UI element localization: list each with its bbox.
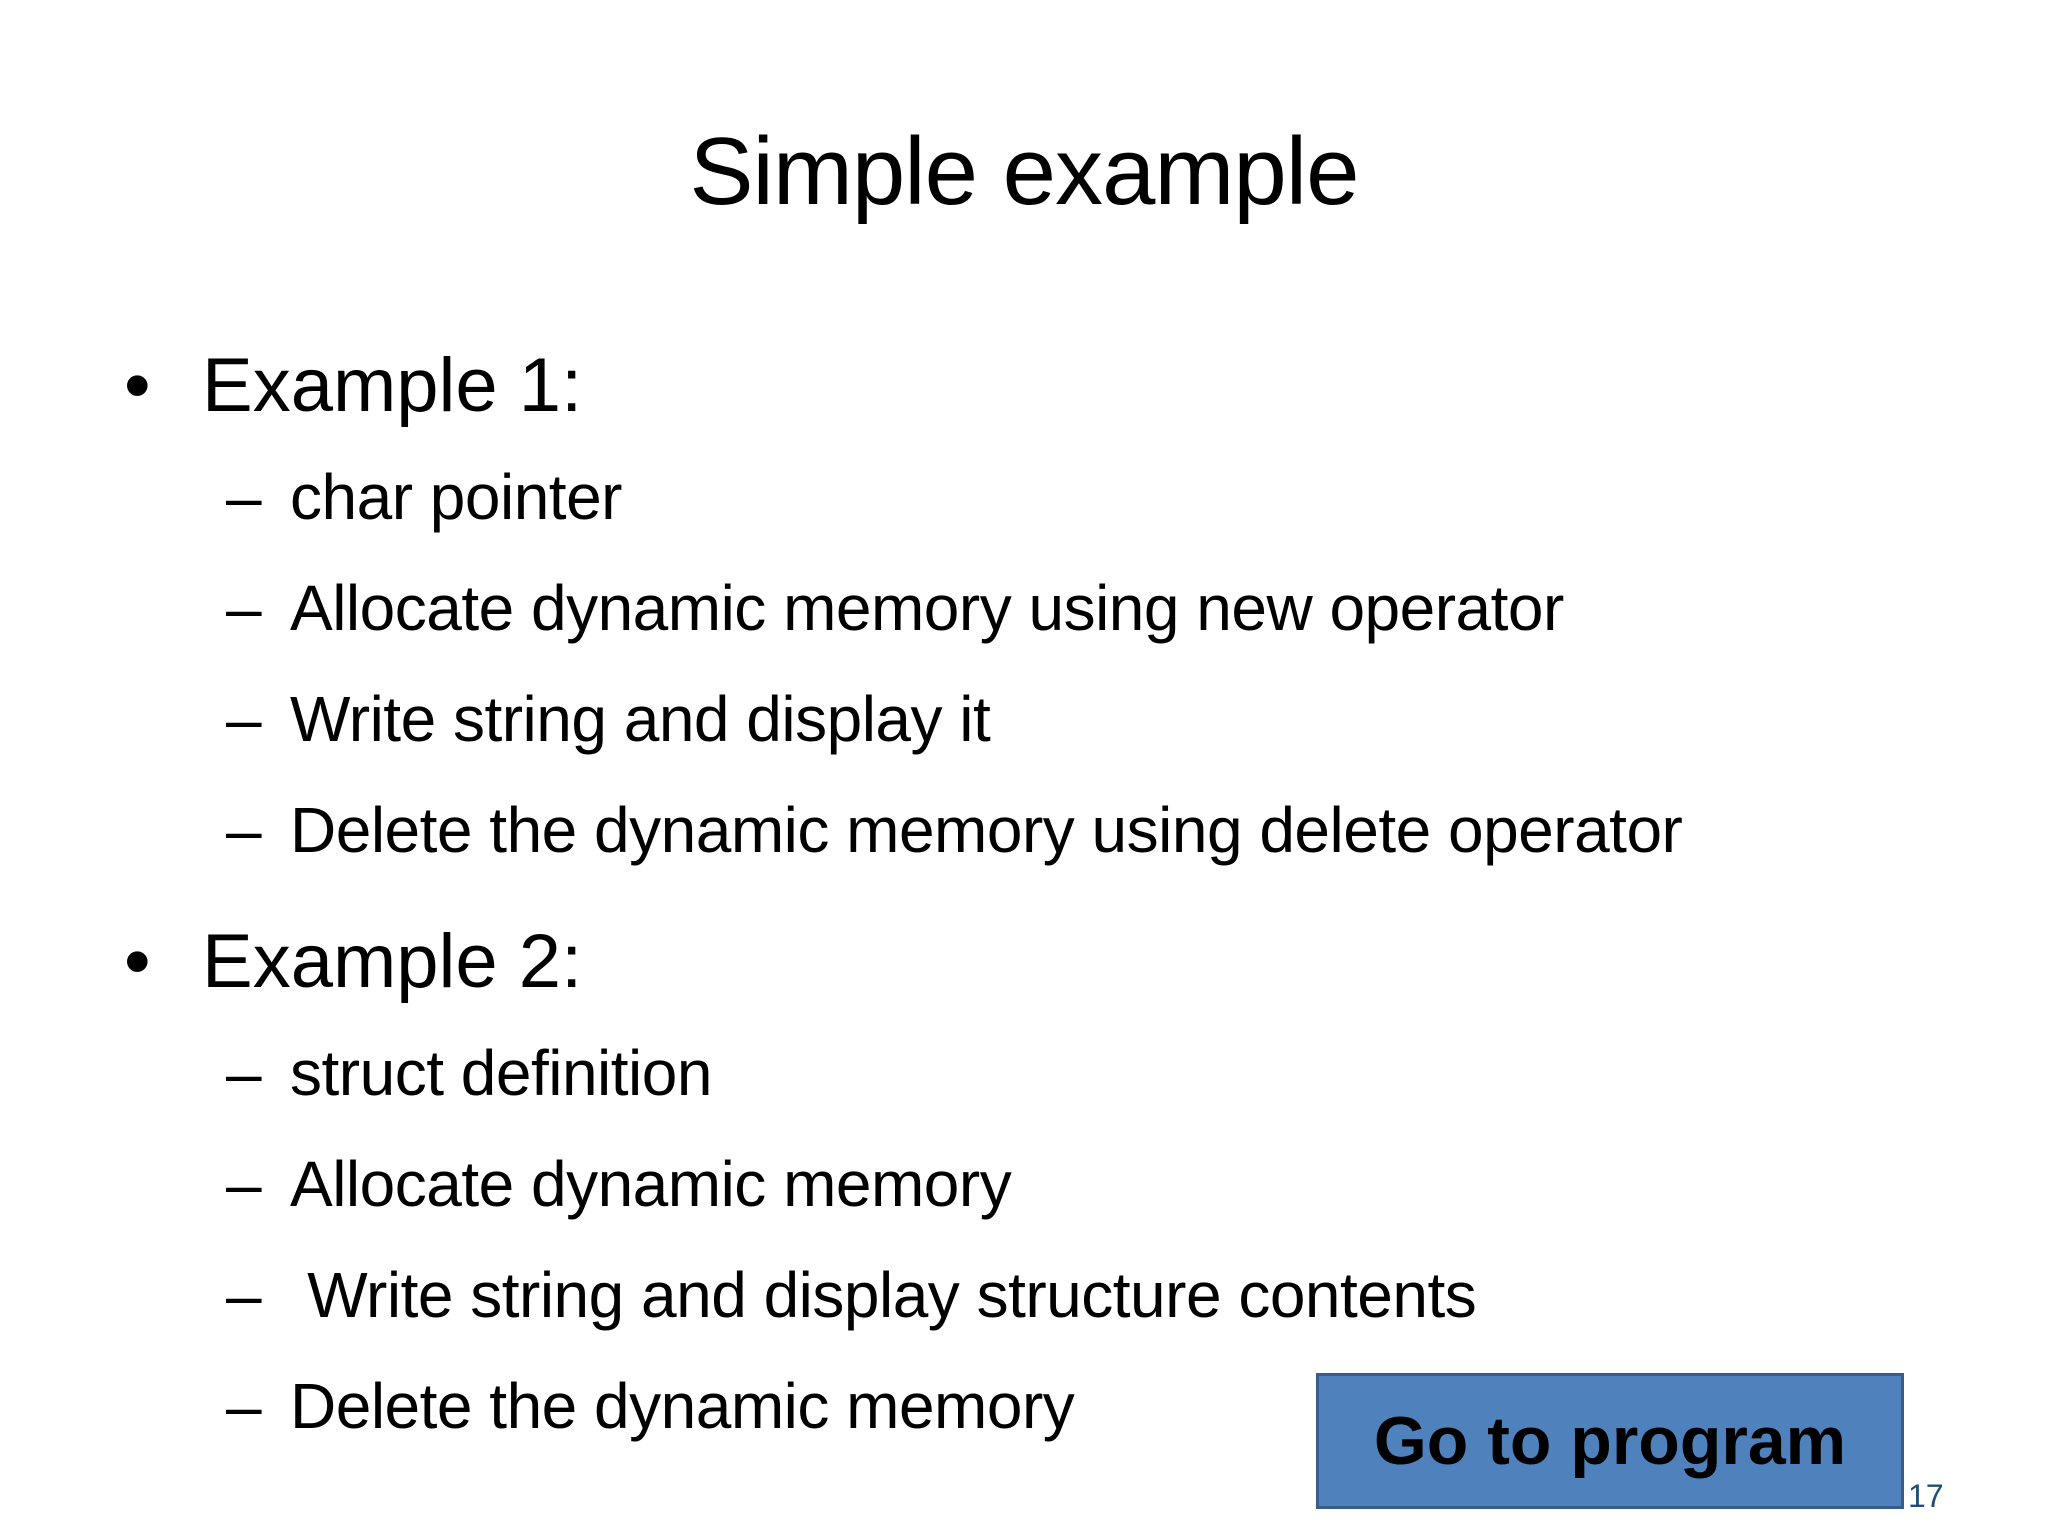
bullet-label: Example 1: — [202, 343, 583, 428]
bullet-marker: • — [124, 343, 151, 428]
subitem: – Write string and display structure con… — [0, 1240, 2048, 1351]
subitem: – char pointer — [0, 442, 2048, 553]
dash-marker: – — [226, 1259, 262, 1331]
subitem-text: struct definition — [290, 1037, 712, 1109]
subitem: – struct definition — [0, 1018, 2048, 1129]
subitem-text: Allocate dynamic memory using new operat… — [290, 572, 1564, 644]
dash-marker: – — [226, 1370, 262, 1442]
subitem-text: Write string and display structure conte… — [290, 1259, 1477, 1331]
dash-marker: – — [226, 1037, 262, 1109]
subitem-text: Write string and display it — [290, 683, 991, 755]
slide-number: 17 — [1908, 1478, 1944, 1514]
slide-title: Simple example — [689, 118, 1360, 225]
slide-content: • Example 1: – char pointer – Allocate d… — [0, 330, 2048, 1462]
subitem-text: Delete the dynamic memory — [290, 1370, 1075, 1442]
dash-marker: – — [226, 572, 262, 644]
subitem: – Allocate dynamic memory using new oper… — [0, 553, 2048, 664]
dash-marker: – — [226, 1148, 262, 1220]
dash-marker: – — [226, 794, 262, 866]
bullet-example-2: • Example 2: — [0, 906, 2048, 1018]
subitem: – Allocate dynamic memory — [0, 1129, 2048, 1240]
dash-marker: – — [226, 461, 262, 533]
bullet-example-1: • Example 1: — [0, 330, 2048, 442]
subitem-text: char pointer — [290, 461, 622, 533]
dash-marker: – — [226, 683, 262, 755]
subitem-text: Delete the dynamic memory using delete o… — [290, 794, 1683, 866]
subitem-text: Allocate dynamic memory — [290, 1148, 1012, 1220]
subitem: – Write string and display it — [0, 664, 2048, 775]
go-to-program-button[interactable]: Go to program — [1316, 1373, 1904, 1509]
bullet-label: Example 2: — [202, 919, 583, 1004]
subitem: – Delete the dynamic memory using delete… — [0, 775, 2048, 886]
subitem: – Delete the dynamic memory — [0, 1351, 2048, 1462]
bullet-marker: • — [124, 919, 151, 1004]
